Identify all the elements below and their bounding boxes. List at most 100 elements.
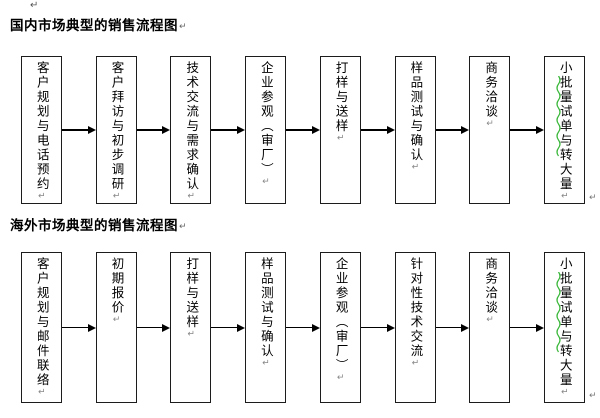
flow-step-label: 商务洽谈 bbox=[483, 61, 499, 119]
flow-arrow bbox=[211, 125, 246, 135]
arrow-line bbox=[510, 326, 537, 329]
flow-arrow bbox=[211, 323, 246, 333]
arrow-line bbox=[136, 129, 163, 131]
arrowhead-icon bbox=[386, 323, 395, 332]
line-break-mark: ↵ bbox=[410, 162, 421, 173]
flow-step: 企业参观（审厂）↵ bbox=[245, 56, 287, 204]
arrowhead-icon bbox=[87, 126, 96, 134]
flow-step: 客户规划与邮件联络↵ bbox=[21, 252, 62, 403]
arrowhead-icon bbox=[162, 126, 171, 134]
flow-step: 企业参观（审厂）↵ bbox=[319, 252, 361, 403]
flow-step-label: 打样与送样 bbox=[333, 61, 349, 134]
arrow-line bbox=[62, 129, 88, 131]
flow-arrow bbox=[136, 323, 171, 333]
flow-step: 样品测试与确认↵ bbox=[245, 252, 287, 403]
line-break-mark: ↵ bbox=[410, 358, 421, 369]
flow-step: 打样与送样↵ bbox=[170, 252, 212, 403]
flow-step-label: 样品测试与确认 bbox=[258, 257, 274, 359]
arrow-line bbox=[360, 129, 387, 131]
arrow-line bbox=[62, 326, 88, 329]
flow-arrow bbox=[286, 323, 320, 333]
line-break-mark: ↵ bbox=[485, 315, 496, 325]
flow-arrow bbox=[360, 323, 395, 333]
arrow-line bbox=[286, 326, 312, 329]
flow-step: 样品测试与确认↵ bbox=[394, 56, 436, 204]
flow-step-label: 商务洽谈 bbox=[483, 257, 499, 315]
flow-arrow bbox=[435, 323, 470, 333]
paragraph-mark: ↵ bbox=[589, 391, 597, 401]
flow-arrow bbox=[360, 125, 395, 135]
flow-arrow bbox=[136, 125, 171, 135]
arrowhead-icon bbox=[162, 323, 171, 332]
flow-step-label: 企业参观（审厂） bbox=[258, 61, 274, 177]
arrow-line bbox=[435, 129, 462, 131]
line-break-mark: ↵ bbox=[559, 387, 570, 398]
arrowhead-icon bbox=[536, 126, 545, 134]
line-break-mark: ↵ bbox=[260, 358, 271, 369]
arrow-line bbox=[435, 326, 462, 329]
flow-arrow bbox=[286, 125, 320, 135]
paragraph-mark: ↵ bbox=[589, 193, 597, 203]
flow-title-overseas: 海外市场典型的销售流程图↵ bbox=[10, 214, 187, 234]
flow-step: 客户规划与电话预约↵ bbox=[21, 56, 62, 204]
flow-step-label: 初期报价 bbox=[109, 257, 125, 315]
arrowhead-icon bbox=[237, 323, 246, 332]
flow-arrow bbox=[62, 125, 96, 135]
flow-row-domestic: 客户规划与电话预约↵ 客户拜访与初步调研↵ 技术交流与需求确认↵ 企业参观（审厂… bbox=[21, 56, 586, 204]
line-break-mark: ↵ bbox=[559, 191, 570, 202]
flow-step-label: 针对性技术交流 bbox=[408, 257, 424, 359]
flow-step: 技术交流与需求确认↵ bbox=[170, 56, 212, 204]
line-break-mark: ↵ bbox=[186, 329, 197, 340]
arrowhead-icon bbox=[311, 126, 320, 134]
flow-arrow bbox=[510, 125, 545, 135]
arrowhead-icon bbox=[237, 126, 246, 134]
flow-row-overseas: 客户规划与邮件联络↵ 初期报价↵ 打样与送样↵ 样品测试与确认↵ 企业参观（审厂… bbox=[21, 252, 586, 403]
arrow-line bbox=[211, 129, 238, 131]
flow-step-label: 小批量试单与转大量 bbox=[557, 257, 573, 388]
arrow-line bbox=[211, 326, 238, 329]
arrowhead-icon bbox=[386, 126, 395, 134]
arrow-line bbox=[510, 129, 537, 131]
line-break-mark: ↵ bbox=[335, 133, 346, 144]
line-break-mark: ↵ bbox=[485, 119, 496, 129]
flow-step-label: 样品测试与确认 bbox=[408, 61, 424, 163]
line-break-mark: ↵ bbox=[36, 191, 47, 202]
flow-step-label: 打样与送样 bbox=[184, 257, 200, 330]
spellcheck-wavy-underline bbox=[555, 272, 561, 353]
line-break-mark: ↵ bbox=[111, 315, 122, 325]
arrow-line bbox=[136, 326, 163, 329]
flow-step-label: 企业参观（审厂） bbox=[333, 257, 349, 373]
flow-step-label: 客户拜访与初步调研 bbox=[109, 61, 125, 192]
flow-title-domestic: 国内市场典型的销售流程图↵ bbox=[10, 14, 187, 34]
line-break-mark: ↵ bbox=[186, 191, 197, 202]
arrowhead-icon bbox=[461, 126, 470, 134]
arrowhead-icon bbox=[87, 323, 96, 332]
arrow-line bbox=[360, 326, 387, 329]
flow-step: 小批量试单与转大量↵ bbox=[544, 56, 586, 204]
paragraph-mark: ↵ bbox=[30, 0, 39, 11]
flow-step: 针对性技术交流↵ bbox=[394, 252, 436, 403]
line-break-mark: ↵ bbox=[260, 177, 271, 187]
flow-title-text: 国内市场典型的销售流程图 bbox=[10, 18, 178, 34]
arrowhead-icon bbox=[461, 323, 470, 332]
flow-step-label: 技术交流与需求确认 bbox=[184, 61, 200, 192]
line-break-mark: ↵ bbox=[36, 387, 47, 398]
flow-step-label: 小批量试单与转大量 bbox=[557, 61, 573, 192]
paragraph-mark: ↵ bbox=[179, 22, 188, 32]
arrow-line bbox=[286, 129, 312, 131]
line-break-mark: ↵ bbox=[335, 373, 346, 383]
flow-step: 打样与送样↵ bbox=[319, 56, 361, 204]
flow-step-label: 客户规划与邮件联络 bbox=[34, 257, 50, 388]
flow-title-text: 海外市场典型的销售流程图 bbox=[10, 218, 178, 234]
flow-step: 商务洽谈↵ bbox=[469, 56, 511, 204]
flow-arrow bbox=[510, 323, 545, 333]
arrowhead-icon bbox=[311, 323, 320, 332]
flow-arrow bbox=[62, 323, 96, 333]
spellcheck-wavy-underline bbox=[555, 76, 561, 157]
flow-step: 客户拜访与初步调研↵ bbox=[95, 56, 137, 204]
flow-step: 初期报价↵ bbox=[95, 252, 137, 403]
flow-step-label: 客户规划与电话预约 bbox=[34, 61, 50, 192]
flow-step: 商务洽谈↵ bbox=[469, 252, 511, 403]
flow-arrow bbox=[435, 125, 470, 135]
